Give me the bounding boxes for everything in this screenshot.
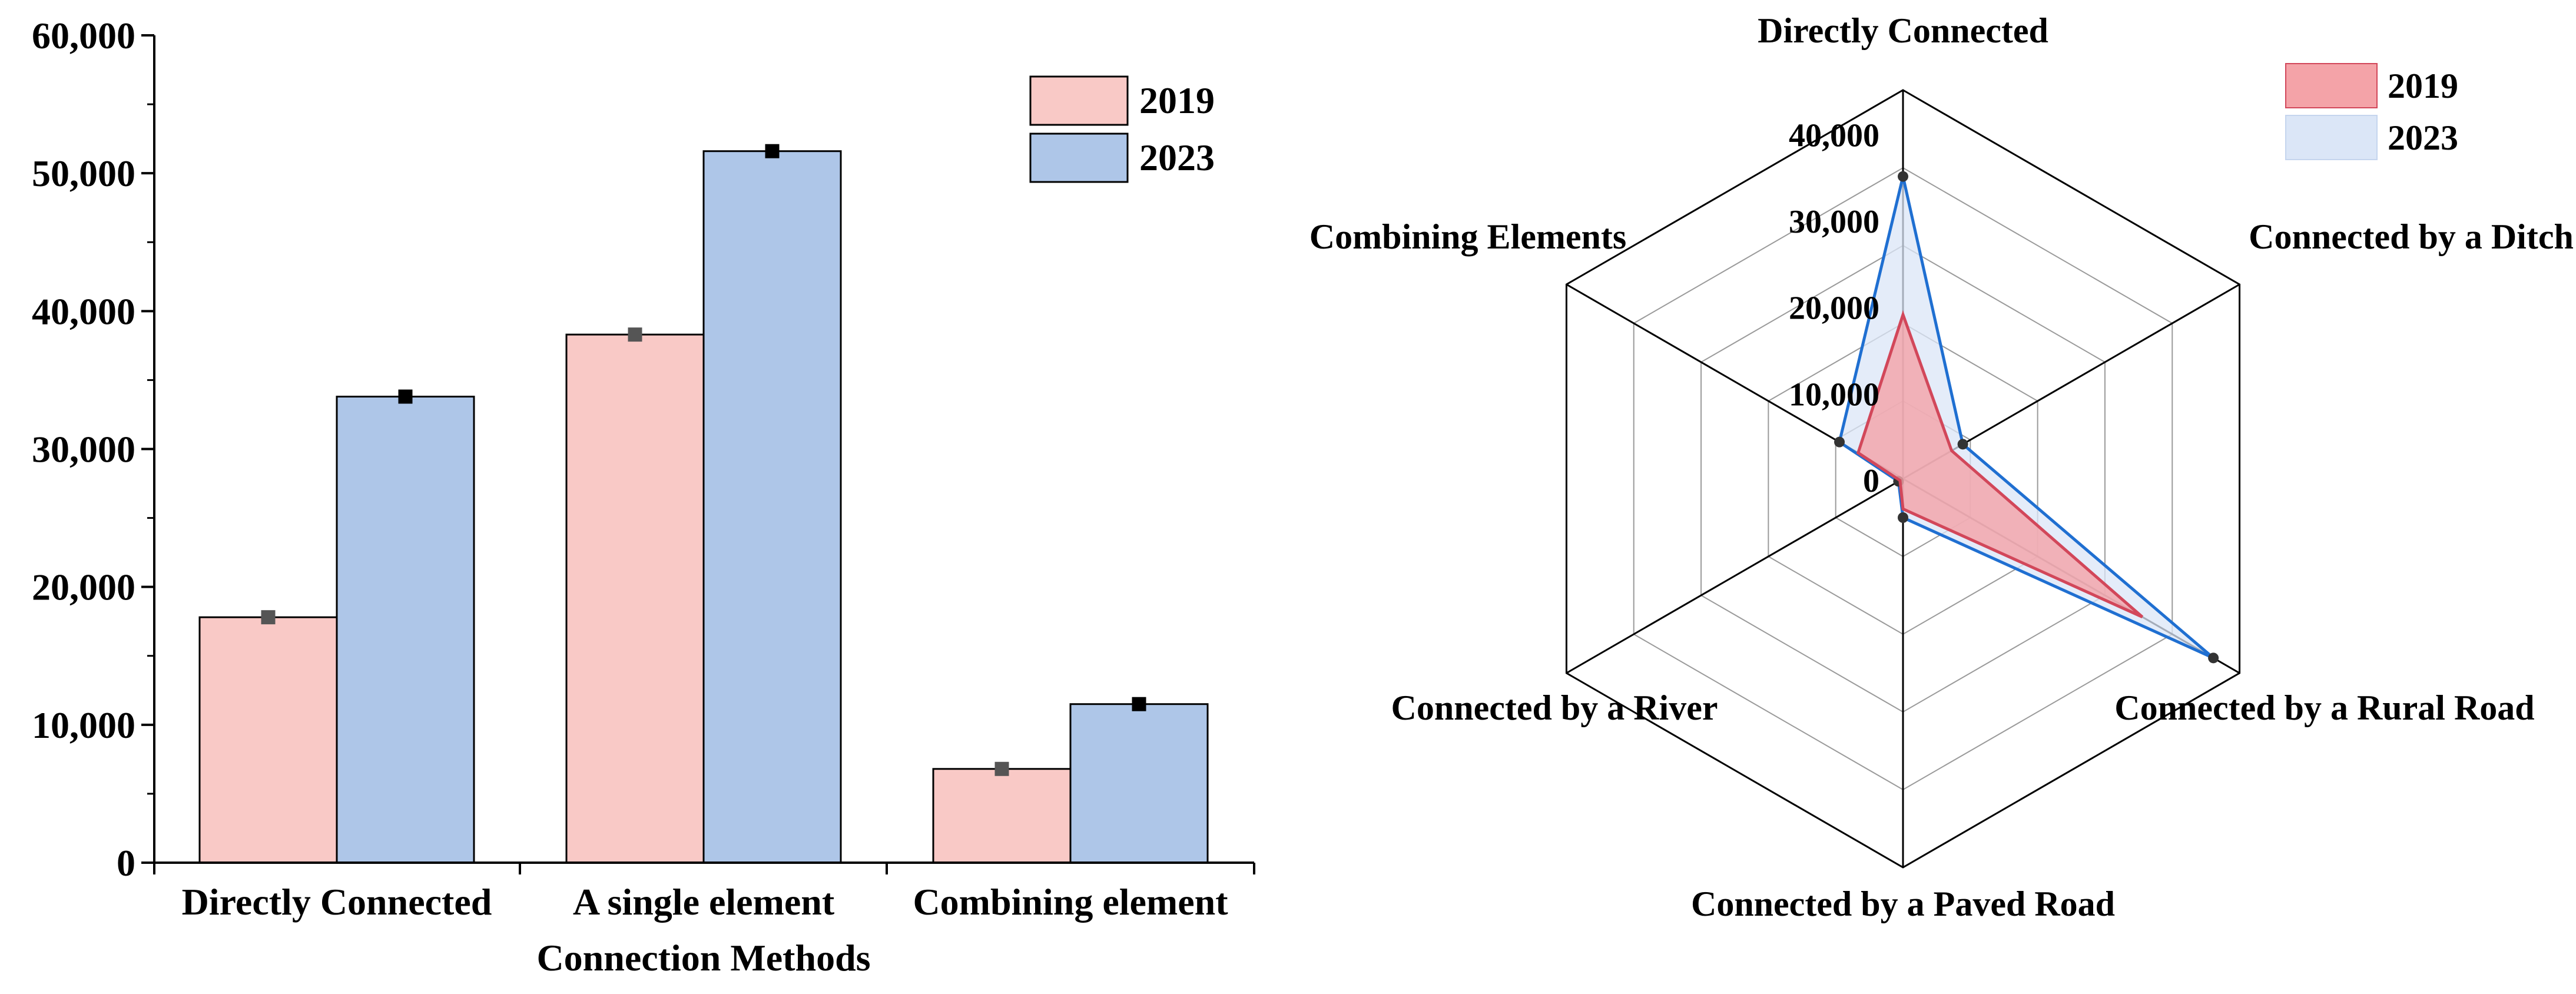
radar-point: [2208, 652, 2219, 664]
radar-axis-label: Combining Elements: [1309, 217, 1626, 256]
radar-series: [1834, 171, 2219, 664]
radar-point: [1898, 512, 1908, 523]
bar-x-tick-label: Combining element: [913, 881, 1228, 923]
bar-x-tick-label: A single element: [573, 881, 835, 923]
bar-y-tick-label: 60,000: [32, 15, 135, 57]
bar-error-marker: [765, 144, 780, 158]
bar-2019: [198, 616, 338, 864]
radar-axis-label: Connected by a Paved Road: [1691, 884, 2115, 923]
radar-axis-label: Connected by a River: [1391, 688, 1718, 727]
bar-error-marker: [261, 610, 276, 625]
radar-legend-label: 2019: [2388, 67, 2458, 105]
bar-y-tick-label: 20,000: [32, 566, 135, 608]
radar-point: [1898, 171, 1908, 182]
radar-tick-label: 20,000: [1789, 290, 1879, 327]
bar-error-marker: [398, 389, 413, 404]
bar-x-tick-label: Directly Connected: [182, 881, 492, 923]
radar-tick-label: 40,000: [1789, 117, 1879, 154]
bar-2023: [1069, 703, 1209, 864]
bar-y-axis-ticks: 0 10,000 20,000 30,000 40,000 50,000 60,000: [32, 15, 154, 884]
bar-legend-label: 2023: [1139, 137, 1215, 178]
bar-2023: [336, 396, 475, 864]
radar-axis-label: Connected by a Ditch: [2249, 217, 2574, 256]
bar-legend-label: 2019: [1139, 79, 1215, 121]
bar-series: [198, 144, 1209, 864]
bar-y-tick-label: 10,000: [32, 704, 135, 746]
radar-tick-label: 10,000: [1789, 376, 1879, 413]
bar-error-marker: [628, 327, 642, 342]
bar-legend-swatch: [1029, 132, 1129, 183]
bar-2019: [932, 768, 1072, 864]
radar-legend-swatch: [2285, 63, 2378, 108]
radar-legend: 2019 2023: [2285, 63, 2458, 160]
radar-spoke: [1566, 478, 1904, 674]
bar-y-tick-label: 40,000: [32, 290, 135, 332]
radar-axis-label: Connected by a Rural Road: [2114, 688, 2534, 727]
radar-legend-label: 2023: [2388, 118, 2458, 157]
bar-2023: [702, 150, 842, 864]
bar-y-tick-label: 0: [117, 842, 135, 884]
bar-legend-swatch: [1029, 75, 1129, 126]
radar-legend-swatch: [2285, 115, 2378, 160]
bar-error-marker: [1132, 697, 1146, 711]
bar-x-axis-ticks: Directly Connected A single element Combin…: [153, 863, 1255, 923]
radar-chart: 0 10,000 20,000 30,000 40,000 Directly Conne…: [1309, 11, 2574, 923]
bar-y-tick-label: 50,000: [32, 153, 135, 194]
radar-axis-label: Directly Connected: [1758, 11, 2048, 50]
bar-chart: 0 10,000 20,000 30,000 40,000 50,000 60,000 Di…: [32, 15, 1255, 979]
radar-tick-label: 30,000: [1789, 204, 1879, 240]
radar-area-2019: [1856, 310, 2144, 618]
bar-x-axis-title: Connection Methods: [536, 937, 870, 979]
radar-point: [1834, 436, 1845, 448]
radar-tick-label: 0: [1863, 463, 1879, 499]
bar-legend: 2019 2023: [1029, 75, 1215, 183]
radar-radial-ticks: 0 10,000 20,000 30,000 40,000: [1789, 117, 1879, 499]
bar-2019: [565, 333, 705, 864]
bar-error-marker: [994, 761, 1009, 776]
bar-y-tick-label: 30,000: [32, 429, 135, 471]
radar-point: [1957, 439, 1968, 450]
